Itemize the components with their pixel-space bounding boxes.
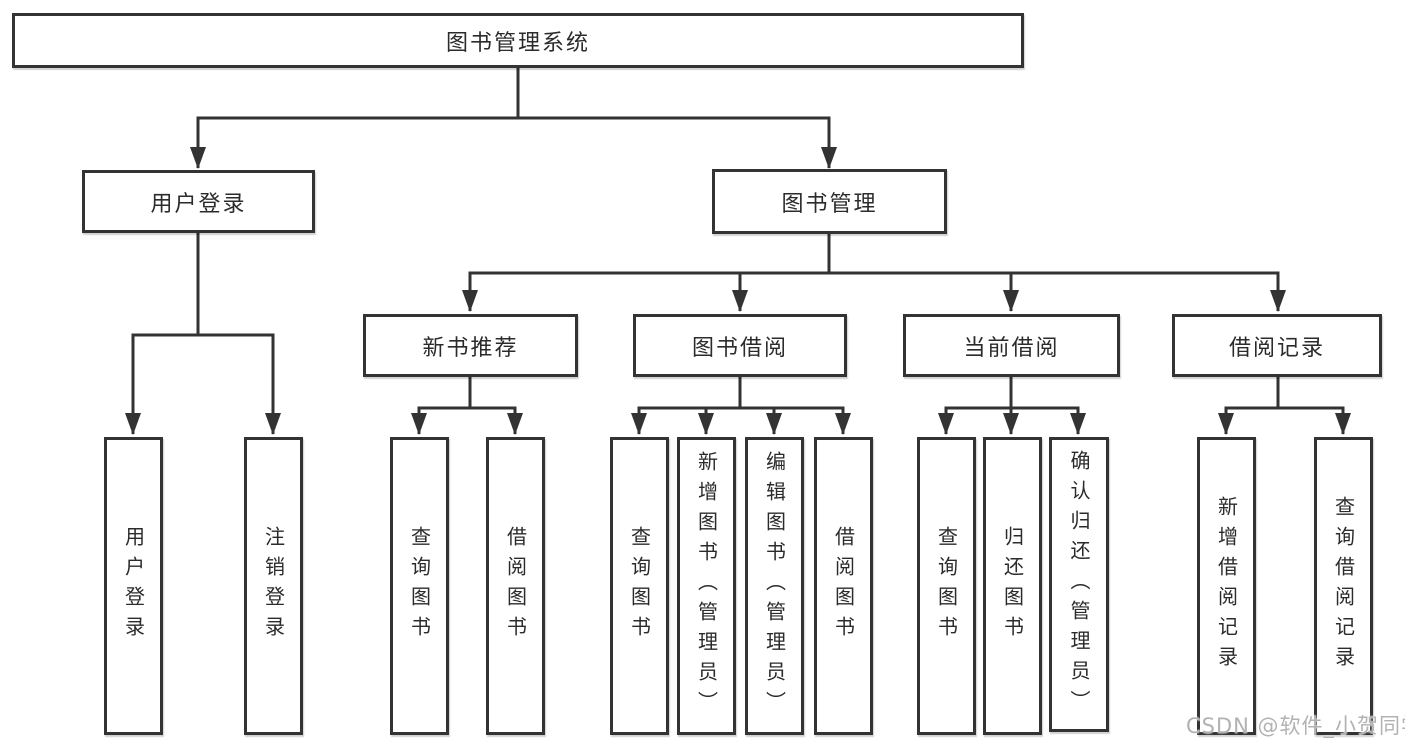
leaf-add-borrow-record: 新增借阅记录 bbox=[1197, 437, 1256, 735]
leaf-borrow-books-recommend-label: 借阅图书 bbox=[503, 526, 528, 646]
leaf-query-books-recommend-label: 查询图书 bbox=[407, 526, 432, 646]
leaf-return-book: 归还图书 bbox=[983, 437, 1042, 735]
leaf-logout-label: 注销登录 bbox=[261, 526, 286, 646]
leaf-query-books-borrowing: 查询图书 bbox=[610, 437, 669, 735]
watermark: CSDN @软件_小贺同学 bbox=[1186, 714, 1405, 738]
leaf-query-borrow-record: 查询借阅记录 bbox=[1314, 437, 1373, 735]
leaf-borrow-books-borrowing: 借阅图书 bbox=[814, 437, 873, 735]
node-borrowing-records-label: 借阅记录 bbox=[1228, 335, 1325, 361]
node-current-borrowing: 当前借阅 bbox=[903, 314, 1120, 377]
node-book-borrowing-label: 图书借阅 bbox=[691, 335, 788, 361]
leaf-logout: 注销登录 bbox=[244, 437, 303, 735]
leaf-query-borrow-record-label: 查询借阅记录 bbox=[1331, 496, 1356, 676]
tree-arrow-lines bbox=[125, 118, 1351, 435]
leaf-user-login-label: 用户登录 bbox=[121, 526, 146, 646]
leaf-edit-book-admin-label: 编辑图书（管理员） bbox=[762, 451, 787, 721]
node-root: 图书管理系统 bbox=[12, 13, 1024, 68]
node-user-login: 用户登录 bbox=[82, 170, 315, 233]
node-book-management: 图书管理 bbox=[712, 169, 947, 234]
leaf-return-book-label: 归还图书 bbox=[1000, 526, 1025, 646]
leaf-user-login: 用户登录 bbox=[104, 437, 163, 735]
node-user-login-label: 用户登录 bbox=[150, 191, 247, 217]
leaf-confirm-return-admin-label: 确认归还（管理员） bbox=[1067, 449, 1091, 720]
leaf-query-books-borrowing-label: 查询图书 bbox=[627, 526, 652, 646]
leaf-add-borrow-record-label: 新增借阅记录 bbox=[1214, 496, 1239, 676]
node-current-borrowing-label: 当前借阅 bbox=[963, 335, 1060, 361]
leaf-confirm-return-admin: 确认归还（管理员） bbox=[1049, 437, 1109, 732]
leaf-borrow-books-borrowing-label: 借阅图书 bbox=[831, 526, 856, 646]
leaf-query-books-current-label: 查询图书 bbox=[934, 526, 959, 646]
leaf-add-book-admin-label: 新增图书（管理员） bbox=[694, 451, 719, 721]
node-book-management-label: 图书管理 bbox=[781, 191, 878, 217]
node-borrowing-records: 借阅记录 bbox=[1172, 314, 1382, 377]
node-root-label: 图书管理系统 bbox=[445, 30, 590, 56]
leaf-add-book-admin: 新增图书（管理员） bbox=[677, 437, 736, 735]
node-new-book-recommend-label: 新书推荐 bbox=[422, 335, 519, 361]
leaf-edit-book-admin: 编辑图书（管理员） bbox=[745, 437, 804, 735]
node-book-borrowing: 图书借阅 bbox=[633, 314, 847, 377]
leaf-query-books-current: 查询图书 bbox=[917, 437, 976, 735]
node-new-book-recommend: 新书推荐 bbox=[363, 314, 578, 377]
leaf-query-books-recommend: 查询图书 bbox=[390, 437, 449, 735]
leaf-borrow-books-recommend: 借阅图书 bbox=[486, 437, 545, 735]
